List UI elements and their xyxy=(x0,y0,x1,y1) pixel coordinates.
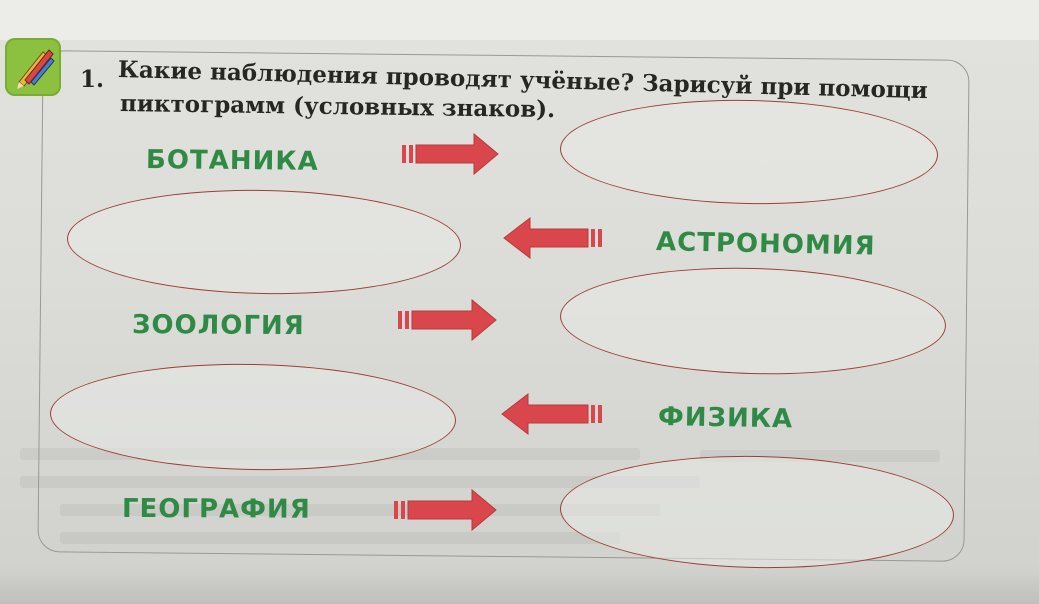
arrow-left-icon xyxy=(501,392,602,436)
subject-label-physics: ФИЗИКА xyxy=(657,402,794,435)
task-number: 1. xyxy=(80,66,105,93)
show-through-line xyxy=(20,476,700,488)
arrow-right-icon xyxy=(398,298,497,342)
pencil-icon-graphic xyxy=(17,49,55,89)
subject-label-geography: ГЕОГРАФИЯ xyxy=(121,494,311,525)
arrow-right-icon xyxy=(402,132,499,176)
arrow-left-icon xyxy=(503,216,602,260)
subject-label-botany: БОТАНИКА xyxy=(145,145,319,177)
page-top-edge xyxy=(0,0,1039,40)
subject-label-astronomy: АСТРОНОМИЯ xyxy=(655,227,876,262)
show-through-line xyxy=(60,504,660,516)
show-through-line xyxy=(60,532,620,544)
page-bottom-shadow xyxy=(0,570,1039,604)
arrow-right-icon xyxy=(394,488,497,532)
pencil-task-icon xyxy=(5,38,61,96)
subject-label-zoology: ЗООЛОГИЯ xyxy=(131,310,305,342)
